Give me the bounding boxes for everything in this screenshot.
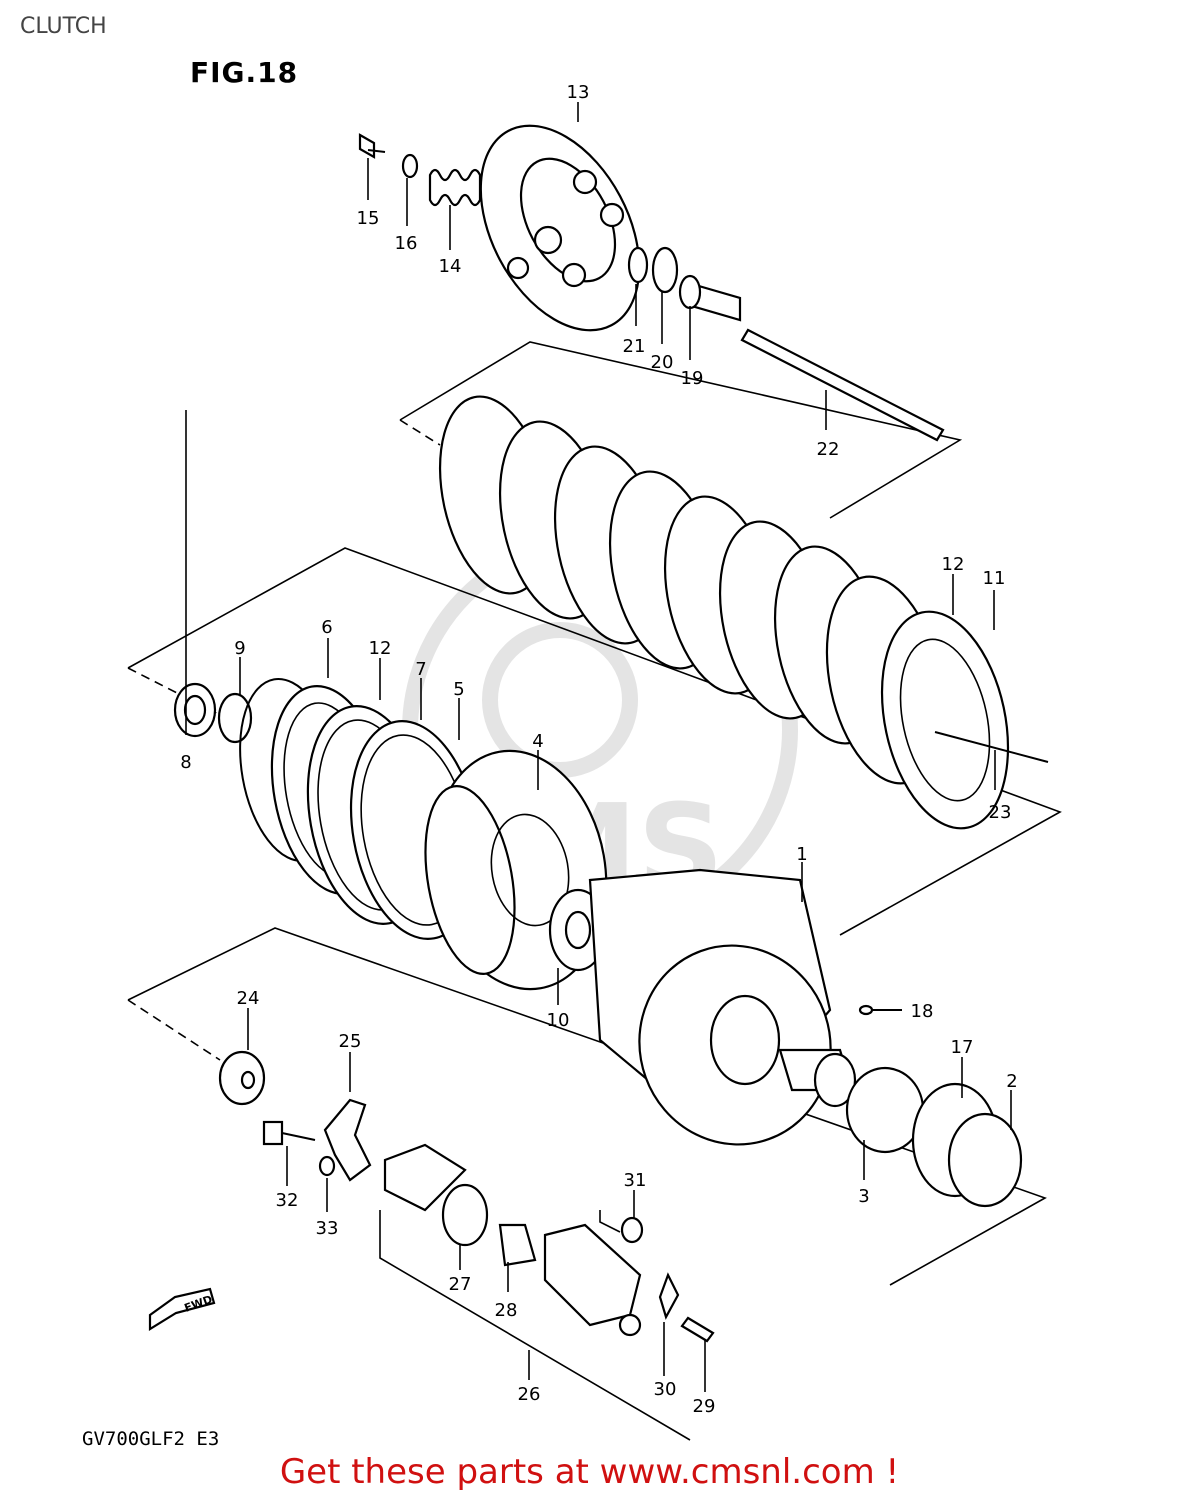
callout-31: 31 — [624, 1170, 647, 1191]
washer-16 — [401, 153, 419, 179]
callout-1: 1 — [796, 844, 807, 865]
spring-14 — [428, 168, 482, 207]
callout-30: 30 — [654, 1379, 677, 1400]
callout-23: 23 — [989, 802, 1012, 823]
callout-29: 29 — [693, 1396, 716, 1417]
fwd-arrow-icon — [148, 1287, 216, 1331]
callout-14: 14 — [439, 256, 462, 277]
bolt-15 — [358, 133, 386, 159]
callout-labels: 1 2 3 4 5 6 7 8 9 10 11 12 12 13 14 15 1… — [180, 82, 1017, 1417]
callout-27: 27 — [449, 1274, 472, 1295]
callout-7: 7 — [415, 659, 426, 680]
cta-link[interactable]: Get these parts at www.cmsnl.com ! — [279, 1452, 900, 1492]
callout-13: 13 — [567, 82, 590, 103]
rod-23 — [934, 731, 1049, 763]
page-title: CLUTCH — [20, 14, 107, 39]
callout-33: 33 — [316, 1218, 339, 1239]
release-parts-27-28 — [383, 1143, 537, 1267]
washer-33 — [318, 1155, 336, 1177]
callout-12-upper: 12 — [942, 554, 965, 575]
callout-22: 22 — [817, 439, 840, 460]
release-body-26 — [543, 1223, 642, 1337]
push-rod-22 — [740, 328, 945, 442]
bearing-parts-19-21 — [627, 246, 742, 322]
callout-19: 19 — [681, 368, 704, 389]
callout-10: 10 — [547, 1010, 570, 1031]
nut-8 — [173, 682, 217, 738]
callout-2: 2 — [1006, 1071, 1017, 1092]
bolt-32 — [262, 1120, 316, 1146]
callout-5: 5 — [453, 679, 464, 700]
spacer-parts-2-3-17-18 — [778, 1004, 1023, 1208]
small-parts-29-31 — [620, 1216, 715, 1343]
callout-16: 16 — [395, 233, 418, 254]
pressure-plate — [479, 124, 641, 332]
callout-32: 32 — [276, 1190, 299, 1211]
callout-12-lower: 12 — [369, 638, 392, 659]
leader-lines — [185, 102, 1012, 1392]
callout-24: 24 — [237, 988, 260, 1009]
callout-8: 8 — [180, 752, 191, 773]
callout-26: 26 — [518, 1384, 541, 1405]
callout-3: 3 — [858, 1186, 869, 1207]
callout-17: 17 — [951, 1037, 974, 1058]
callout-20: 20 — [651, 352, 674, 373]
callout-9: 9 — [234, 638, 245, 659]
bracket-25 — [323, 1098, 372, 1182]
model-code: GV700GLF2 E3 — [82, 1428, 220, 1450]
callout-18: 18 — [911, 1001, 934, 1022]
primary-driven-gear-1 — [588, 868, 832, 1146]
callout-21: 21 — [623, 336, 646, 357]
callout-11: 11 — [983, 568, 1006, 589]
cap-24 — [218, 1050, 266, 1106]
callout-25: 25 — [339, 1031, 362, 1052]
callout-6: 6 — [321, 617, 332, 638]
callout-4: 4 — [532, 731, 543, 752]
callout-28: 28 — [495, 1300, 518, 1321]
callout-15: 15 — [357, 208, 380, 229]
figure-label: FIG.18 — [190, 56, 299, 89]
clutch-plate-stack — [438, 395, 1010, 830]
washer-9 — [217, 692, 253, 744]
